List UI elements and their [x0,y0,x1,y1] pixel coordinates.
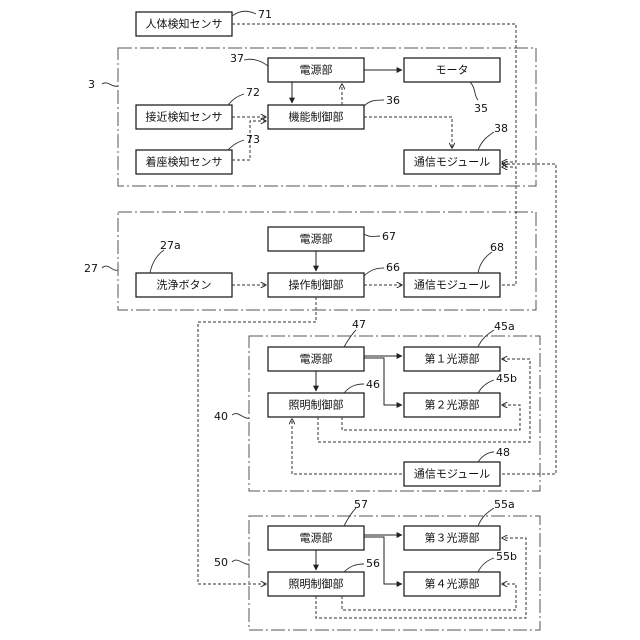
leader-71 [232,11,256,16]
motor-label: モータ [436,64,469,77]
light-source-45b-label: 第２光源部 [425,398,480,412]
power-unit-47-label: 電源部 [300,352,333,366]
ref-50: 50 [214,556,228,569]
proximity-sensor-label: 接近検知センサ [146,110,223,124]
comm-module-48-label: 通信モジュール [414,468,490,481]
leader-47 [344,330,356,347]
leader-36 [364,100,384,106]
ref-57: 57 [354,498,368,511]
ref-72: 72 [246,86,260,99]
ref-68: 68 [490,241,504,254]
ref-36: 36 [386,94,400,107]
ref-47: 47 [352,318,366,331]
leader-72 [228,94,244,105]
operation-control-label: 操作制御部 [289,278,344,292]
comm-48-to-lighting-control-46 [292,419,402,474]
ref-48: 48 [496,446,510,459]
leader-27a [150,250,164,273]
leader-55b [478,558,494,572]
function-control-to-comm-38 [364,117,452,148]
leader-45b [478,380,494,393]
leader-27 [102,266,118,270]
ref-27a: 27a [160,239,181,252]
lighting-control-46-label: 照明制御部 [289,398,344,412]
leader-37 [244,59,268,66]
ref-73: 73 [246,133,260,146]
comm-48-to-comm-38 [502,164,556,474]
leader-68 [478,252,492,273]
ref-37: 37 [230,52,244,65]
light-source-55a-label: 第３光源部 [425,531,480,545]
ref-71: 71 [258,8,272,21]
leader-50 [232,560,249,564]
wash-button-label: 洗浄ボタン [157,278,212,292]
power-unit-37-label: 電源部 [300,63,333,77]
leader-48 [478,452,494,462]
function-control-label: 機能制御部 [289,110,344,124]
leader-3 [102,83,118,86]
ref-45b: 45b [496,372,517,385]
leader-38 [478,132,494,150]
seat-sensor-label: 着座検知センサ [146,155,223,169]
ref-3: 3 [88,78,95,91]
human-sensor-label: 人体検知センサ [146,17,223,31]
leader-35 [470,82,478,100]
ref-27: 27 [84,262,98,275]
leader-55a [478,508,494,526]
ref-46: 46 [366,378,380,391]
leader-45a [478,330,494,347]
light-source-55b-label: 第４光源部 [425,577,480,591]
ref-56: 56 [366,557,380,570]
human-sensor-to-comm-38 [232,24,516,162]
leader-56 [344,564,364,572]
ref-40: 40 [214,410,228,423]
power-unit-57-label: 電源部 [300,531,333,545]
ref-55b: 55b [496,550,517,563]
ref-55a: 55a [494,498,515,511]
ref-38: 38 [494,122,508,135]
leader-40 [232,414,249,419]
ref-45a: 45a [494,320,515,333]
ref-67: 67 [382,230,396,243]
comm-68-to-comm-38 [502,167,516,285]
leader-73 [228,140,244,150]
comm-module-38-label: 通信モジュール [414,156,490,169]
light-source-45a-label: 第１光源部 [425,352,480,366]
lighting-control-56-label: 照明制御部 [289,577,344,591]
ref-35: 35 [474,102,488,115]
ref-66: 66 [386,261,400,274]
leader-66 [364,268,384,276]
power-unit-67-label: 電源部 [300,232,333,246]
leader-67 [364,234,380,237]
comm-module-68-label: 通信モジュール [414,279,490,292]
leader-46 [344,384,364,393]
